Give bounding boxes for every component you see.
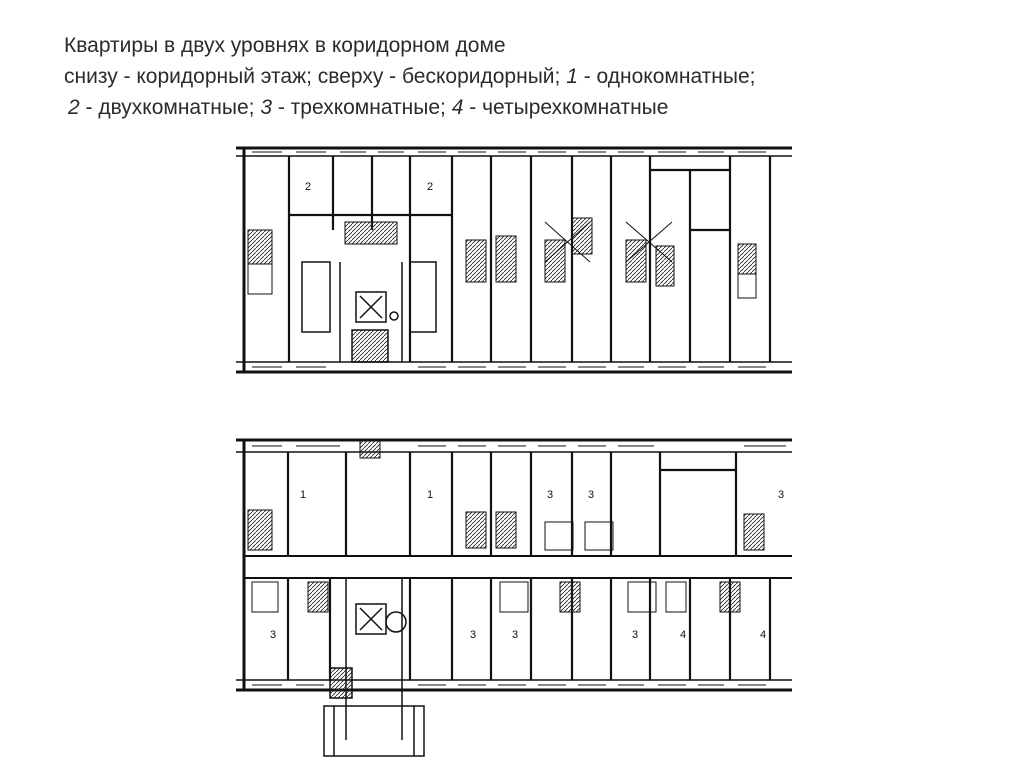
lower-plan-stairs <box>247 439 765 613</box>
room-number-label: 2 <box>305 181 311 193</box>
upper-plan-room-labels: 2 2 <box>305 181 433 193</box>
upper-plan-facades <box>236 146 792 374</box>
title-line-1: Квартиры в двух уровнях в коридорном дом… <box>64 34 506 57</box>
lower-plan-room-labels: 1 1 3 3 3 3 3 3 3 4 4 <box>270 489 784 641</box>
room-number-label: 4 <box>760 629 766 641</box>
lower-plan-core <box>323 578 425 757</box>
legend-number-4: 4 <box>451 96 464 119</box>
lower-plan: 1 1 3 3 3 3 3 3 3 4 4 <box>236 438 792 757</box>
room-number-label: 3 <box>470 629 476 641</box>
room-number-label: 3 <box>632 629 638 641</box>
upper-plan-core <box>301 261 437 363</box>
lower-plan-windows <box>252 445 786 686</box>
room-number-label: 3 <box>547 489 553 501</box>
slide-title: Квартиры в двух уровнях в коридорном дом… <box>64 30 1004 122</box>
upper-plan: 2 2 <box>236 146 792 374</box>
upper-plan-windows <box>252 151 766 368</box>
legend-number-2: 2 <box>68 96 80 119</box>
room-number-label: 4 <box>680 629 686 641</box>
lower-plan-partitions <box>286 452 772 680</box>
title-line-2-text: снизу - коридорный этаж; сверху - бескор… <box>64 65 561 88</box>
room-number-label: 3 <box>270 629 276 641</box>
legend-text-2: - двухкомнатные; <box>79 96 255 119</box>
room-number-label: 3 <box>778 489 784 501</box>
room-number-label: 2 <box>427 181 433 193</box>
room-number-label: 3 <box>588 489 594 501</box>
upper-plan-stairs <box>247 217 757 299</box>
upper-plan-partitions <box>287 156 772 362</box>
legend-text-3: - трехкомнатные; <box>272 96 446 119</box>
title-line-2: снизу - коридорный этаж; сверху - бескор… <box>64 61 1004 92</box>
room-number-label: 3 <box>512 629 518 641</box>
legend-number-1: 1 <box>566 65 578 88</box>
room-number-label: 1 <box>427 489 433 501</box>
lower-plan-facades <box>236 438 792 692</box>
legend-text-1: - однокомнатные; <box>577 65 756 88</box>
legend-text-4: - четырехкомнатные <box>463 96 669 119</box>
title-line-3: 2 - двухкомнатные; 3 - трехкомнатные; 4 … <box>64 92 1004 122</box>
room-number-label: 1 <box>300 489 306 501</box>
legend-number-3: 3 <box>260 96 273 119</box>
